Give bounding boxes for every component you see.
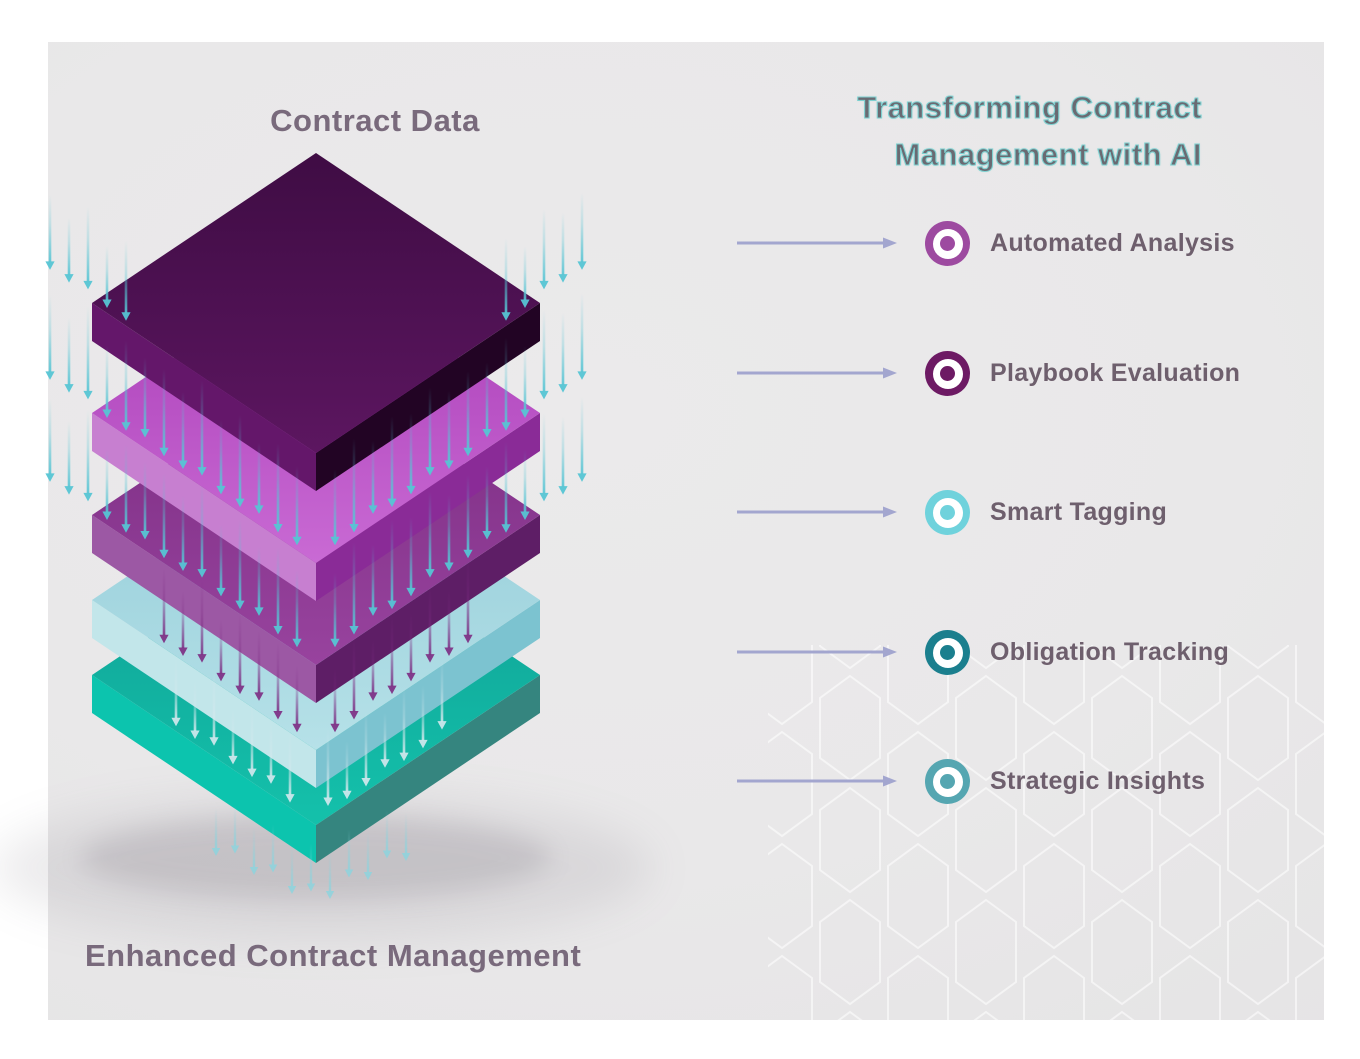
feature-row-smart-tagging: Smart Tagging <box>925 490 1167 535</box>
feature-label: Strategic Insights <box>990 767 1206 795</box>
page-title-line1: Transforming Contract <box>857 89 1202 125</box>
target-icon <box>925 490 970 535</box>
target-icon-ring <box>932 497 963 528</box>
target-icon <box>925 630 970 675</box>
target-icon <box>925 221 970 266</box>
feature-row-playbook-evaluation: Playbook Evaluation <box>925 351 1240 396</box>
target-icon <box>925 759 970 804</box>
feature-label: Playbook Evaluation <box>990 359 1241 387</box>
feature-row-obligation-tracking: Obligation Tracking <box>925 630 1229 675</box>
page-title-line2: Management with AI <box>894 136 1202 172</box>
target-icon-dot <box>940 645 955 660</box>
target-icon-dot <box>940 505 955 520</box>
feature-row-automated-analysis: Automated Analysis <box>925 221 1235 266</box>
target-icon-dot <box>940 236 955 251</box>
stack-bottom-label: Enhanced Contract Management <box>85 938 582 973</box>
feature-label: Automated Analysis <box>990 229 1235 257</box>
target-icon-ring <box>932 228 963 259</box>
stack-top-label: Contract Data <box>270 103 480 138</box>
target-icon-dot <box>940 774 955 789</box>
target-icon <box>925 351 970 396</box>
feature-label: Obligation Tracking <box>990 638 1230 666</box>
page-title: Transforming Contract Management with AI <box>857 84 1202 178</box>
target-icon-dot <box>940 366 955 381</box>
target-icon-ring <box>932 637 963 668</box>
hexagon-watermark <box>768 645 1324 1020</box>
target-icon-ring <box>932 766 963 797</box>
feature-label: Smart Tagging <box>990 498 1168 526</box>
feature-row-strategic-insights: Strategic Insights <box>925 759 1205 804</box>
target-icon-ring <box>932 358 963 389</box>
